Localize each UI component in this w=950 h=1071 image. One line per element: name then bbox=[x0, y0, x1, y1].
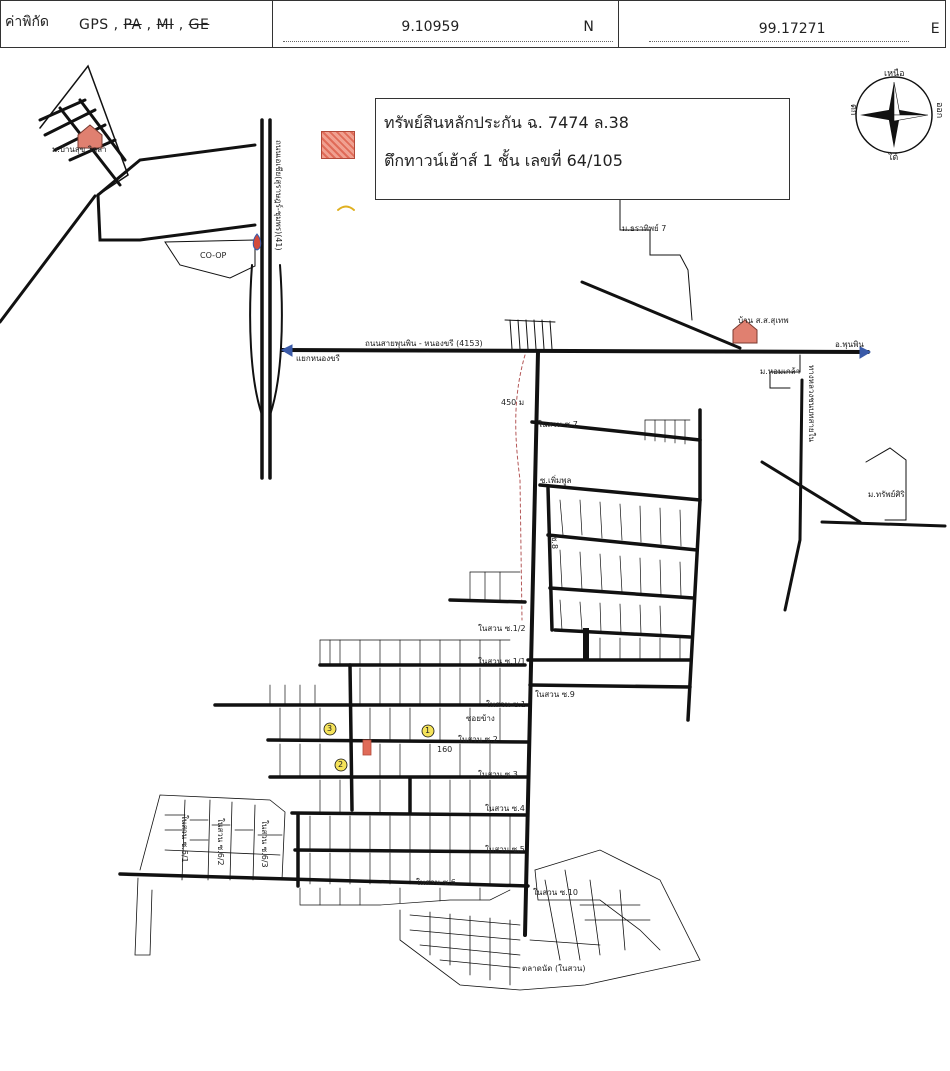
soi-5-label: ในสวน ซ.5 bbox=[485, 845, 525, 854]
longitude-dir: E bbox=[930, 21, 940, 37]
right-block-parcels bbox=[559, 419, 691, 661]
soi-6-2-label: ในสวน ซ.6/2 bbox=[216, 818, 225, 866]
separator: , bbox=[178, 17, 184, 33]
marker-3-label: 3 bbox=[327, 724, 333, 733]
longitude-cell: 99.17271 E bbox=[619, 1, 945, 47]
coop-label: CO-OP bbox=[200, 251, 227, 260]
coord-label: ค่าพิกัด bbox=[5, 14, 50, 30]
map-canvas bbox=[0, 64, 947, 991]
main-soi bbox=[523, 350, 540, 937]
legend-line-2: ตึกทาวน์เฮ้าส์ 1 ชั้น เลขที่ 64/105 bbox=[384, 151, 623, 170]
latitude-cell: 9.10959 N bbox=[273, 1, 619, 47]
gps-methods: GPS , PA , MI , GE bbox=[79, 17, 209, 33]
marker-2-label: 2 bbox=[338, 760, 344, 769]
soi-9-label: ในสวน ซ.9 bbox=[535, 690, 575, 699]
village-baan-label: ม.บ้านสุข วิลล่า bbox=[52, 145, 107, 154]
soi-2-label: ในสวน ซ.2 bbox=[458, 735, 498, 744]
right-block-roads bbox=[526, 408, 702, 722]
rural-road-label: ทางหลวงชนบทสายใน bbox=[807, 365, 816, 442]
legend-box: ทรัพย์สินหลักประกัน ฉ. 7474 ล.38 ตึกทาวน… bbox=[375, 98, 790, 200]
soi-3-label: ในสวน ซ.3 bbox=[478, 770, 518, 779]
village-sap-label: ม.ทรัพย์ศิริ bbox=[868, 490, 905, 499]
coordinates-header: ค่าพิกัด GPS , PA , MI , GE 9.10959 N 99… bbox=[0, 0, 946, 48]
house-icon bbox=[77, 124, 103, 149]
market-block bbox=[399, 849, 701, 991]
pa-text: PA bbox=[123, 17, 142, 33]
house-icon bbox=[732, 319, 758, 344]
village-grid-topleft bbox=[0, 64, 129, 324]
underline bbox=[283, 41, 614, 42]
compass-north: เหนือ bbox=[884, 69, 905, 79]
phiang-label: ซอยข้าง bbox=[466, 714, 495, 723]
soi-1-1-label: ในสวน ซ.1/1 bbox=[478, 657, 526, 666]
separator: , bbox=[146, 17, 152, 33]
highway-41-label: ถนนเอเชีย(สุราษฎร์-ชุมพร)(41) bbox=[274, 140, 283, 251]
arrow-right bbox=[859, 346, 872, 359]
soi-6-1-label: ในสวน ซ.6/1 bbox=[180, 815, 189, 863]
gas-station-icon bbox=[252, 233, 262, 251]
loop-road bbox=[96, 143, 257, 242]
road-rural bbox=[783, 378, 804, 612]
compass-south: ใต้ bbox=[888, 153, 899, 163]
soi-6-label: ในสวน ซ.6 bbox=[416, 878, 456, 887]
village-hom-label: ม.หอมเกล้า bbox=[760, 367, 801, 376]
ge-text: GE bbox=[188, 17, 210, 33]
latitude-dir: N bbox=[583, 19, 594, 35]
sap-boundary bbox=[865, 447, 907, 521]
coop-area bbox=[164, 239, 256, 279]
road-4153-label: ถนนสายพุนพิน - หนองขรี (4153) bbox=[365, 339, 483, 348]
gps-text: GPS bbox=[79, 17, 109, 33]
property-marker bbox=[362, 739, 372, 756]
hom-boundary bbox=[769, 354, 801, 389]
far-left-block bbox=[134, 794, 286, 956]
soi-8-label: ซ.8 bbox=[550, 536, 559, 550]
underline bbox=[648, 41, 909, 42]
mi-text: MI bbox=[156, 17, 174, 33]
soi-7-label: ในสวน ซ.7 bbox=[538, 420, 578, 429]
to-punpin-label: อ.พุนพิน bbox=[835, 340, 864, 349]
longitude-value: 99.17271 bbox=[758, 21, 826, 37]
village-thara-label: ม.ธราทิพย์ 7 bbox=[622, 224, 667, 233]
road-4153 bbox=[280, 348, 870, 354]
highway-41 bbox=[249, 118, 283, 480]
market-label: ตลาดนัด (ในสวน) bbox=[522, 964, 586, 973]
soi-6-3-label: ในสวน ซ.6/3 bbox=[260, 820, 269, 868]
left-block-parcels bbox=[269, 571, 521, 906]
soi-4-label: ในสวน ซ.4 bbox=[485, 804, 525, 813]
soi-10-label: ในสวน ซ.10 bbox=[533, 888, 578, 897]
separator: , bbox=[113, 17, 119, 33]
distance-line bbox=[515, 354, 526, 621]
distance-450-label: 450 ม bbox=[501, 398, 525, 407]
arrow-left bbox=[280, 344, 293, 357]
thara-boundary bbox=[619, 199, 693, 321]
numbered-markers bbox=[323, 722, 435, 772]
landmark-arc bbox=[337, 205, 355, 211]
marker-1-label: 1 bbox=[425, 726, 431, 735]
compass-icon bbox=[855, 76, 933, 154]
legend-line-1: ทรัพย์สินหลักประกัน ฉ. 7474 ล.38 bbox=[384, 113, 629, 132]
soi-1-label: ในสวน ซ.1 bbox=[486, 700, 526, 709]
house-ss-label: บ้าน ส.ส.สุเทพ bbox=[738, 316, 789, 325]
gps-cell: ค่าพิกัด GPS , PA , MI , GE bbox=[1, 1, 274, 47]
distance-160-label: 160 bbox=[437, 745, 453, 754]
fence-top bbox=[504, 319, 556, 350]
compass-east: ออก bbox=[934, 102, 944, 119]
compass-west: ตก bbox=[848, 104, 858, 116]
dark-block bbox=[583, 628, 589, 660]
soi-phoemphun-label: ซ.เพิ่มพูล bbox=[540, 476, 572, 485]
property-legend-swatch bbox=[321, 131, 355, 159]
left-block-roads bbox=[118, 598, 530, 888]
latitude-value: 9.10959 bbox=[401, 19, 460, 35]
junction-label: แยกหนองขรี bbox=[296, 354, 340, 363]
compass-rose: เหนือ ใต้ ตก ออก bbox=[848, 69, 944, 163]
road-to-house bbox=[580, 280, 742, 350]
soi-1-2-label: ในสวน ซ.1/2 bbox=[478, 624, 526, 633]
